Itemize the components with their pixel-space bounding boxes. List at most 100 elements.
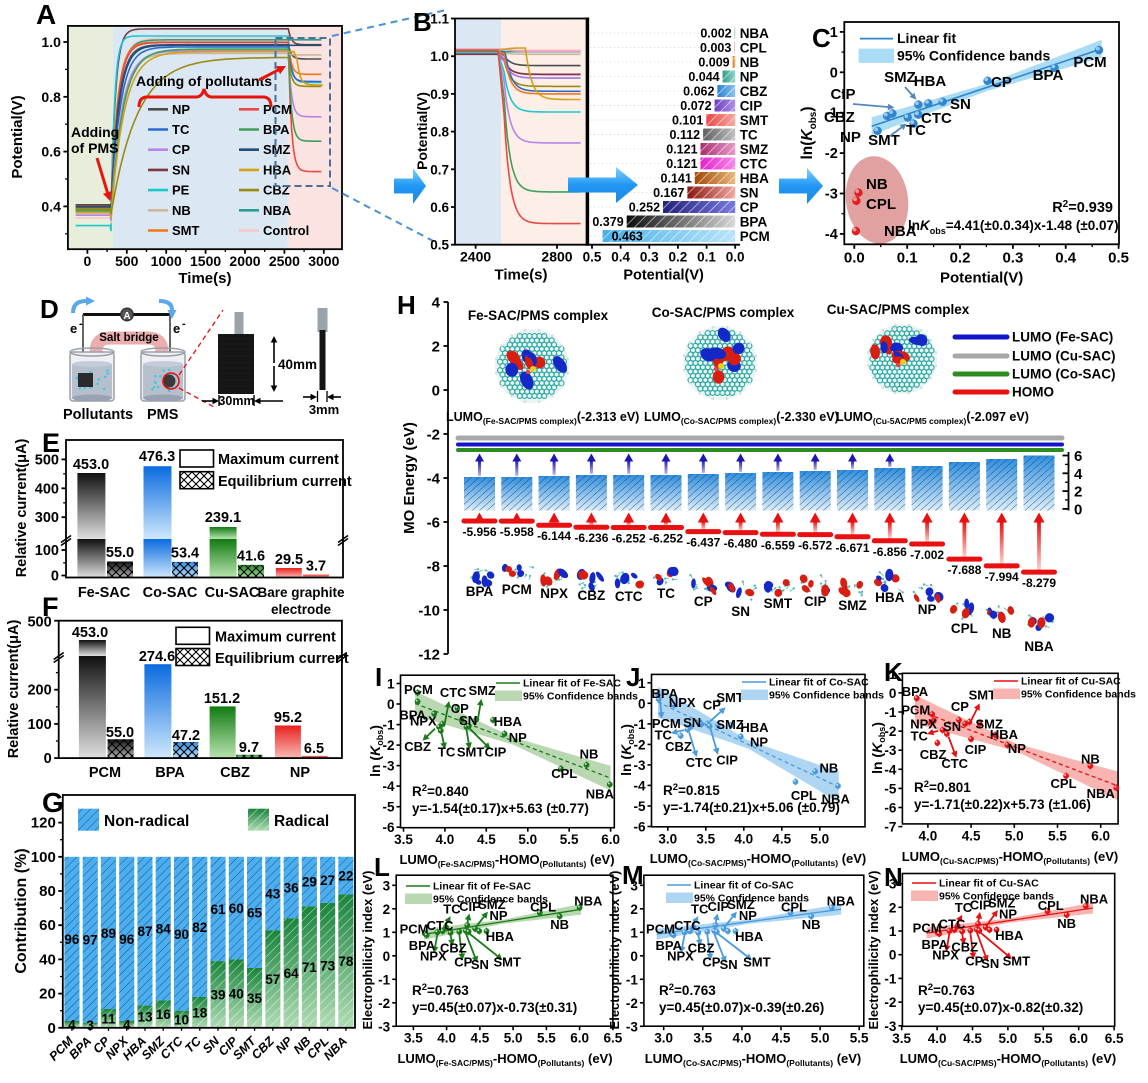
svg-text:-2: -2 bbox=[884, 995, 896, 1010]
svg-text:-1: -1 bbox=[378, 972, 390, 987]
svg-text:13: 13 bbox=[137, 1010, 153, 1025]
svg-text:LUMO(Fe-SAC/PMS complex)(-2.31: LUMO(Fe-SAC/PMS complex)(-2.313 eV) bbox=[446, 410, 639, 426]
svg-text:2: 2 bbox=[889, 900, 897, 915]
svg-text:LUMO(Cu-SAC/PMS)-HOMO(Pollutan: LUMO(Cu-SAC/PMS)-HOMO(Pollutants) (eV) bbox=[900, 1051, 1117, 1068]
svg-text:95% Confidence bands: 95% Confidence bands bbox=[939, 891, 1054, 903]
svg-text:SN: SN bbox=[981, 956, 999, 971]
svg-text:CPL: CPL bbox=[866, 196, 896, 213]
svg-text:Bare graphite: Bare graphite bbox=[257, 585, 345, 600]
svg-text:E: E bbox=[42, 428, 60, 458]
svg-text:29: 29 bbox=[302, 875, 317, 890]
svg-text:100: 100 bbox=[35, 543, 59, 559]
svg-text:SN: SN bbox=[950, 96, 971, 113]
svg-text:Adding of pollutants: Adding of pollutants bbox=[136, 73, 272, 89]
svg-text:CTC: CTC bbox=[941, 756, 968, 771]
svg-text:476.3: 476.3 bbox=[139, 449, 175, 465]
svg-text:-8: -8 bbox=[427, 559, 440, 576]
svg-text:0.2: 0.2 bbox=[950, 249, 971, 266]
svg-text:Electrophilicity index (eV): Electrophilicity index (eV) bbox=[607, 871, 622, 1030]
svg-text:BPA: BPA bbox=[66, 1034, 94, 1062]
svg-text:4.0: 4.0 bbox=[437, 1031, 456, 1046]
svg-text:1: 1 bbox=[889, 667, 897, 682]
svg-text:Linear fit of Cu-SAC: Linear fit of Cu-SAC bbox=[1021, 676, 1121, 688]
svg-text:R2=0.801: R2=0.801 bbox=[914, 779, 971, 795]
svg-text:CP: CP bbox=[172, 142, 190, 157]
svg-text:NP: NP bbox=[750, 735, 768, 750]
svg-text:CP: CP bbox=[454, 954, 472, 969]
svg-text:3.5: 3.5 bbox=[394, 832, 413, 847]
svg-text:1.1: 1.1 bbox=[430, 12, 449, 27]
svg-text:e: e bbox=[70, 321, 77, 336]
svg-text:5.0: 5.0 bbox=[811, 1031, 830, 1046]
svg-text:0.8: 0.8 bbox=[430, 125, 449, 140]
svg-text:CPL: CPL bbox=[1038, 898, 1064, 913]
svg-text:HBA: HBA bbox=[875, 590, 904, 605]
svg-text:G: G bbox=[42, 787, 64, 818]
svg-text:-2: -2 bbox=[427, 427, 440, 444]
svg-text:SMT: SMT bbox=[716, 690, 744, 705]
svg-text:SN: SN bbox=[740, 186, 759, 201]
svg-text:J: J bbox=[626, 662, 640, 692]
svg-text:0.003: 0.003 bbox=[700, 41, 731, 55]
svg-text:HBA: HBA bbox=[740, 720, 769, 735]
svg-text:-5: -5 bbox=[382, 800, 394, 815]
svg-text:NP: NP bbox=[999, 906, 1017, 921]
svg-text:-10: -10 bbox=[418, 603, 440, 620]
svg-text:0.5: 0.5 bbox=[1108, 249, 1129, 266]
svg-text:TC: TC bbox=[740, 128, 758, 143]
svg-text:ln(Kobs): ln(Kobs) bbox=[799, 106, 819, 159]
svg-text:TC: TC bbox=[691, 902, 709, 917]
svg-text:27: 27 bbox=[320, 873, 335, 888]
svg-text:151.2: 151.2 bbox=[204, 691, 240, 707]
svg-text:Salt bridge: Salt bridge bbox=[99, 332, 158, 344]
svg-text:Pollutants: Pollutants bbox=[63, 407, 133, 423]
svg-text:100: 100 bbox=[27, 717, 51, 733]
svg-text:Equilibrium current: Equilibrium current bbox=[218, 474, 352, 490]
svg-text:4.5: 4.5 bbox=[772, 1031, 791, 1046]
svg-text:4: 4 bbox=[432, 295, 441, 312]
svg-text:CPL: CPL bbox=[530, 900, 556, 915]
svg-text:LUMO (Cu-SAC): LUMO (Cu-SAC) bbox=[1012, 349, 1115, 364]
svg-text:3000: 3000 bbox=[308, 253, 339, 269]
svg-text:57: 57 bbox=[265, 972, 280, 987]
svg-text:SN: SN bbox=[683, 715, 701, 730]
svg-text:0.121: 0.121 bbox=[666, 143, 697, 157]
svg-text:Linear fit of Fe-SAC: Linear fit of Fe-SAC bbox=[433, 881, 531, 893]
svg-text:1500: 1500 bbox=[190, 253, 221, 269]
svg-text:-3: -3 bbox=[378, 1019, 390, 1034]
svg-text:y=-1.74(±0.21)x+5.06 (±0.79): y=-1.74(±0.21)x+5.06 (±0.79) bbox=[663, 800, 840, 815]
svg-text:SMZ: SMZ bbox=[740, 142, 769, 157]
svg-text:SMT: SMT bbox=[743, 954, 771, 969]
svg-text:55.0: 55.0 bbox=[106, 545, 134, 561]
svg-text:electrode: electrode bbox=[271, 602, 332, 617]
svg-text:PCM: PCM bbox=[652, 716, 681, 731]
svg-text:3.0: 3.0 bbox=[654, 1031, 673, 1046]
svg-text:6.5: 6.5 bbox=[1105, 1031, 1124, 1046]
svg-text:-5.956: -5.956 bbox=[462, 525, 496, 539]
svg-text:CPL: CPL bbox=[951, 621, 978, 636]
svg-text:-7: -7 bbox=[884, 820, 896, 835]
svg-text:47.2: 47.2 bbox=[172, 728, 200, 744]
svg-text:16: 16 bbox=[156, 1007, 172, 1022]
svg-text:LUMO(Co-SAC/PMS)-HOMO(Pollutan: LUMO(Co-SAC/PMS)-HOMO(Pollutants) (eV) bbox=[645, 1051, 862, 1068]
svg-text:Fe-SAC/PMS complex: Fe-SAC/PMS complex bbox=[468, 308, 609, 323]
svg-text:ln (Kobs): ln (Kobs) bbox=[869, 722, 887, 774]
svg-text:0.141: 0.141 bbox=[661, 172, 692, 186]
svg-text:1.0: 1.0 bbox=[41, 34, 61, 50]
svg-text:CTC: CTC bbox=[939, 917, 966, 932]
svg-text:4.5: 4.5 bbox=[772, 831, 791, 846]
svg-text:LUMO(Cu-SAC/PMS)-HOMO(Pollutan: LUMO(Cu-SAC/PMS)-HOMO(Pollutants) (eV) bbox=[902, 849, 1119, 866]
svg-text:R2=0.840: R2=0.840 bbox=[412, 783, 469, 799]
svg-text:Potential(V): Potential(V) bbox=[940, 269, 1023, 286]
svg-text:4: 4 bbox=[123, 1017, 131, 1032]
svg-text:-2: -2 bbox=[825, 146, 838, 162]
svg-text:95% Confidence bands: 95% Confidence bands bbox=[897, 48, 1050, 64]
svg-text:M: M bbox=[622, 860, 644, 890]
svg-text:29.5: 29.5 bbox=[275, 552, 303, 568]
svg-text:0: 0 bbox=[84, 253, 92, 269]
svg-text:Control: Control bbox=[263, 223, 309, 238]
svg-text:2: 2 bbox=[432, 339, 440, 356]
svg-text:BPA: BPA bbox=[655, 938, 682, 953]
svg-text:BPA: BPA bbox=[155, 765, 185, 781]
svg-text:CPL: CPL bbox=[1051, 776, 1077, 791]
